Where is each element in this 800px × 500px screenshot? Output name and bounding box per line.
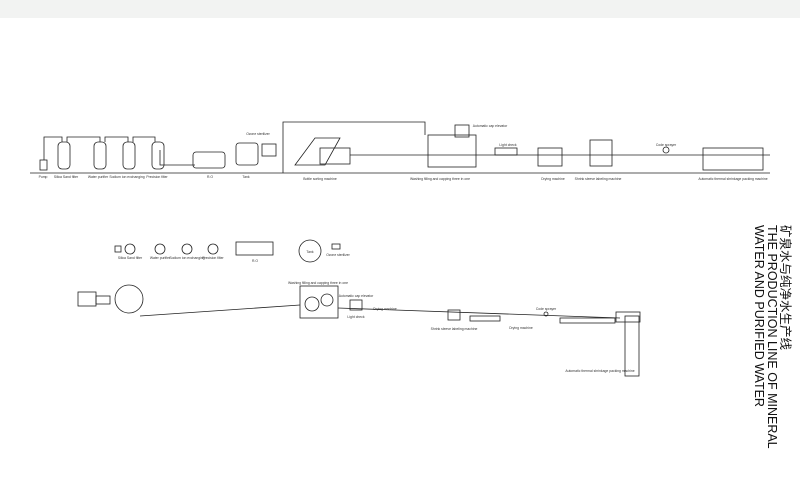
svg-text:Light check: Light check bbox=[347, 315, 364, 319]
elevation-view bbox=[30, 121, 770, 174]
cap-elevator bbox=[454, 124, 470, 138]
plan-view bbox=[77, 239, 641, 377]
svg-text:Automatic thermal shrinkage pa: Automatic thermal shrinkage packing mach… bbox=[565, 369, 634, 373]
filter-tanks bbox=[57, 141, 165, 170]
ro-unit bbox=[192, 151, 226, 169]
label-ro: R.O bbox=[207, 175, 213, 179]
label-code: Code sprayer bbox=[656, 143, 677, 147]
label-tank: Tank bbox=[242, 175, 249, 179]
label-labeler: Shrink sleeve labeling machine bbox=[575, 177, 622, 181]
svg-text:Silica Sand filter: Silica Sand filter bbox=[118, 256, 143, 260]
labeler bbox=[589, 139, 613, 167]
label-pump: Pump bbox=[39, 175, 48, 179]
plan-labels: Silica Sand filter Water purifier Sodium… bbox=[118, 250, 635, 373]
label-filling: Washing filling and capping three in one bbox=[410, 177, 470, 181]
filling-machine bbox=[427, 134, 477, 168]
title-en-line2: WATER AND PURIFIED WATER bbox=[752, 225, 766, 407]
label-sand-filter: Silica Sand filter bbox=[54, 175, 79, 179]
svg-text:Drying machine: Drying machine bbox=[373, 307, 397, 311]
diagram-title: 矿泉水与纯净水生产线 THE PRODUCTION LINE OF MINERA… bbox=[752, 225, 792, 449]
label-light: Light check bbox=[499, 143, 516, 147]
svg-text:Ozone sterilizer: Ozone sterilizer bbox=[326, 253, 350, 257]
svg-text:Code sprayer: Code sprayer bbox=[536, 307, 557, 311]
elevation-labels: Pump Silica Sand filter Water purifier S… bbox=[39, 124, 768, 181]
label-packer: Automatic thermal shrinkage packing mach… bbox=[698, 177, 767, 181]
label-cap: Automatic cap elevator bbox=[473, 124, 508, 128]
label-dryer: Drying machine bbox=[541, 177, 565, 181]
shrink-packer bbox=[702, 147, 764, 171]
label-water-purifier: Water purifier bbox=[88, 175, 109, 179]
label-ozone: Ozone sterilizer bbox=[246, 132, 270, 136]
title-en-line1: THE PRODUCTION LINE OF MINERAL bbox=[765, 225, 779, 449]
light-check bbox=[494, 147, 518, 156]
ozone-sterilizer bbox=[261, 143, 277, 157]
label-sorter: Bottle sorting machine bbox=[303, 177, 337, 181]
svg-text:Sodium ion exchanging: Sodium ion exchanging bbox=[169, 256, 204, 260]
triblock-plan bbox=[299, 285, 339, 319]
pump bbox=[39, 159, 48, 171]
svg-text:Water purifier: Water purifier bbox=[150, 256, 171, 260]
svg-text:Shrink sleeve labeling machine: Shrink sleeve labeling machine bbox=[431, 327, 478, 331]
svg-text:Washing filling and capping th: Washing filling and capping three in one bbox=[288, 281, 348, 285]
svg-text:Tank: Tank bbox=[306, 250, 313, 254]
svg-text:R.O: R.O bbox=[252, 259, 258, 263]
svg-text:Precision filter: Precision filter bbox=[202, 256, 224, 260]
svg-text:Drying machine: Drying machine bbox=[509, 326, 533, 330]
packer-plan bbox=[624, 315, 640, 377]
top-bar bbox=[0, 0, 800, 18]
title-zh: 矿泉水与纯净水生产线 bbox=[778, 225, 792, 351]
label-precision: Precision filter bbox=[146, 175, 168, 179]
code-sprayer bbox=[662, 146, 670, 154]
svg-text:Automatic cap elevator: Automatic cap elevator bbox=[339, 294, 374, 298]
label-sodium: Sodium ion exchanging bbox=[109, 175, 144, 179]
water-tank bbox=[235, 142, 259, 166]
bottle-sorter bbox=[319, 147, 351, 165]
dryer bbox=[537, 147, 563, 167]
